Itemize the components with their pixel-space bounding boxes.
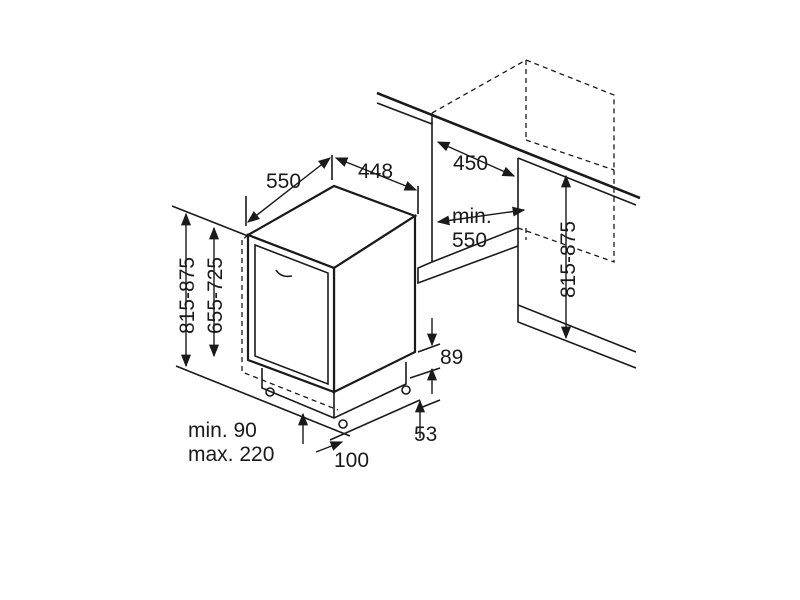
upper-cabinet-dashed	[431, 59, 615, 171]
width-label: 448	[358, 160, 393, 183]
depth-dimension	[247, 157, 331, 223]
niche-left-panel	[417, 118, 519, 285]
door-inner-frame	[254, 243, 329, 386]
floor-line	[175, 365, 421, 441]
foot-offset-dimension	[315, 441, 344, 453]
total-height-label: 815-875	[176, 257, 199, 334]
niche-depth-label-line2: 550	[452, 229, 487, 252]
toe-kick-min-label: min. 90	[188, 419, 257, 442]
cabinet-niche: 450 min. 550 815-875	[376, 59, 641, 369]
body-height-label: 655-725	[204, 257, 227, 334]
width-dimension	[334, 157, 418, 191]
foot-right	[401, 385, 411, 395]
niche-height-label: 815-875	[557, 221, 580, 298]
plinth-89-label: 89	[440, 346, 463, 369]
niche-depth-dimension	[436, 206, 526, 226]
foot-left	[265, 387, 275, 397]
plinth-53-label: 53	[414, 423, 437, 446]
extension-lines	[171, 155, 441, 409]
niche-width-dimension	[436, 141, 516, 177]
worktop-front-edge	[376, 91, 641, 200]
depth-label: 550	[266, 170, 301, 193]
niche-depth-label-line1: min.	[452, 205, 492, 228]
niche-width-label: 450	[453, 152, 488, 175]
toe-kick-max-label: max. 220	[188, 443, 274, 466]
foot-front	[338, 419, 348, 429]
foot-offset-label: 100	[334, 449, 369, 472]
dishwasher-unit: 550 448 815-875 655-725 89 53 min. 90 ma…	[171, 155, 463, 472]
worktop-lower-edge	[376, 102, 637, 206]
plinth	[261, 362, 407, 419]
niche-inner-dashed	[517, 170, 615, 263]
door-handle	[275, 269, 293, 278]
